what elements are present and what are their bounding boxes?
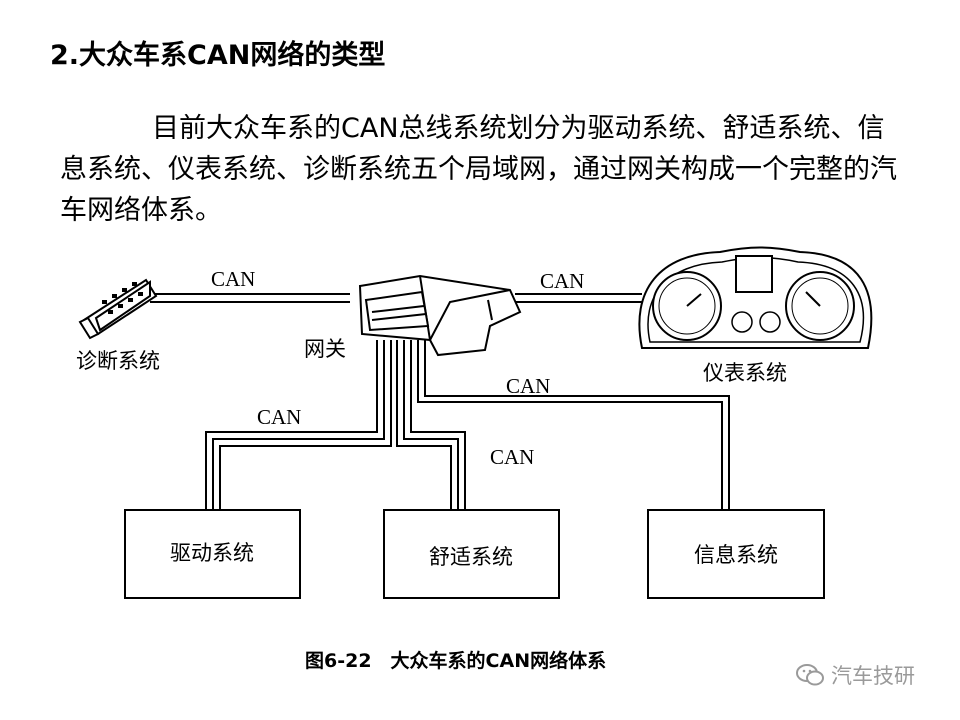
comfort-system-label: 舒适系统 xyxy=(429,545,513,569)
gateway-label: 网关 xyxy=(304,337,346,361)
watermark-text: 汽车技研 xyxy=(831,664,915,688)
diagnostic-system-label: 诊断系统 xyxy=(76,349,160,373)
drive-can-line-3 xyxy=(219,340,392,510)
comfort-can-line-3 xyxy=(410,340,466,510)
comfort-system-box xyxy=(383,509,560,599)
instrument-can-label: CAN xyxy=(540,269,584,293)
wechat-icon xyxy=(796,664,824,686)
diagnostic-connector-icon xyxy=(78,278,158,340)
info-can-label: CAN xyxy=(506,374,550,398)
instrument-cluster-icon xyxy=(638,246,873,349)
comfort-can-label: CAN xyxy=(490,445,534,469)
diagnostic-can-label: CAN xyxy=(211,267,255,291)
drive-can-label: CAN xyxy=(257,405,301,429)
info-system-label: 信息系统 xyxy=(694,543,778,567)
figure-caption: 图6-22 大众车系的CAN网络体系 xyxy=(305,650,607,672)
drive-can-line-2 xyxy=(212,340,385,510)
drive-system-label: 驱动系统 xyxy=(170,541,254,565)
drive-can-line-1 xyxy=(205,340,378,510)
gateway-module-icon xyxy=(358,274,522,357)
comfort-can-line-2 xyxy=(403,340,459,510)
info-system-box xyxy=(647,509,825,599)
info-can-line-2 xyxy=(424,340,730,510)
info-can-line-1 xyxy=(417,340,723,510)
drive-system-box xyxy=(124,509,301,599)
instrument-system-label: 仪表系统 xyxy=(703,361,787,385)
watermark: 汽车技研 xyxy=(795,660,915,690)
comfort-can-line-1 xyxy=(396,340,452,510)
intro-paragraph-text: 目前大众车系的CAN总线系统划分为驱动系统、舒适系统、信息系统、仪表系统、诊断系… xyxy=(60,113,897,226)
section-heading: 2.大众车系CAN网络的类型 xyxy=(50,40,386,71)
intro-paragraph: 目前大众车系的CAN总线系统划分为驱动系统、舒适系统、信息系统、仪表系统、诊断系… xyxy=(60,108,910,231)
